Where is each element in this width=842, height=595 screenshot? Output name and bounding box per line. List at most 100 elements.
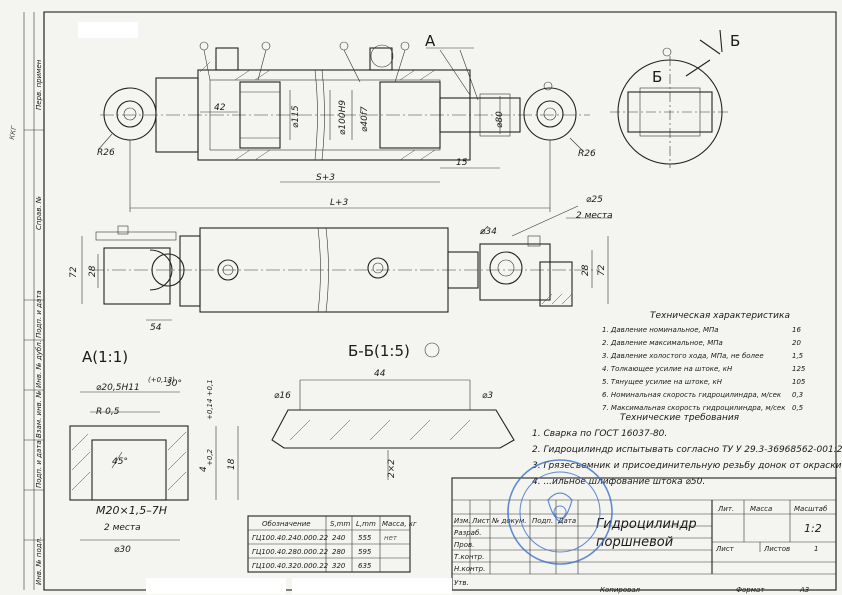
variants-row-0-name: ГЦ100.40.240.000.22	[252, 534, 329, 542]
variants-header-2: L,mm	[356, 520, 376, 528]
tb-col-scale: Масштаб	[794, 505, 828, 513]
side-label-0: Перв. примен	[35, 59, 43, 110]
tb-format-val: А3	[799, 586, 809, 594]
tb-copied: Копировал	[600, 586, 641, 594]
spec-row-label: 1. Давление номинальное, МПа	[602, 326, 719, 334]
spec-row-value: 1,5	[792, 352, 804, 360]
dim-28-left: 28	[88, 265, 98, 277]
detail-a-h4: 4	[199, 466, 209, 472]
specs-title: Техническая характеристика	[650, 311, 790, 321]
tb-col-massa: Масса	[750, 505, 772, 513]
detail-a-45: 45°	[112, 457, 128, 467]
dim-15: 15	[456, 158, 468, 168]
spec-row-value: 0,3	[792, 391, 803, 399]
view-a-marker: А	[425, 32, 436, 50]
section-bb-d3: ⌀3	[482, 391, 493, 401]
tb-name-line2: поршневой	[596, 535, 673, 550]
cylinder-outer-view: 72 28 28 72 54 ⌀25 2 места ⌀34	[69, 195, 613, 333]
detail-a-h18: 18	[227, 458, 237, 470]
dim-l3: L+3	[330, 198, 349, 208]
margin-note: ККГ	[8, 124, 18, 140]
spec-row-value: 20	[792, 339, 801, 347]
seal-stamp	[507, 459, 613, 565]
detail-a-tol: (+0,13)	[148, 376, 175, 384]
tb-sheet: Лист	[715, 545, 735, 553]
variants-row-0-l: 555	[358, 534, 372, 542]
dim-two-places: 2 места	[576, 211, 613, 221]
variants-row-2-s: 320	[332, 562, 346, 570]
spec-row-label: 7. Максимальная скорость гидроцилиндра, …	[602, 404, 786, 412]
tb-nkontr: Н.контр.	[454, 565, 485, 573]
tb-tkontr: Т.контр.	[454, 553, 484, 561]
spec-row-label: 5. Тянущее усилие на штоке, кН	[602, 378, 723, 386]
tb-sheets-count: 1	[814, 545, 818, 553]
variants-header-1: S,mm	[330, 520, 350, 528]
detail-a-tol2: +0,14 +0,1	[206, 379, 214, 420]
spec-row-label: 3. Давление холостого хода, МПа, не боле…	[602, 352, 764, 360]
dim-d100h9: ⌀100H9	[338, 100, 348, 135]
dim-d34: ⌀34	[480, 227, 497, 237]
tb-podp: Подп.	[532, 517, 553, 525]
dim-d80: ⌀80	[495, 111, 505, 128]
tech-requirements: Технические требования 1. Сварка по ГОСТ…	[532, 413, 842, 487]
requirement-1: 1. Сварка по ГОСТ 16037-80.	[532, 429, 667, 439]
cylinder-section-view: R26 R26 42 ⌀115 ⌀100H9 ⌀40f7 ⌀80 15 S+3 …	[97, 32, 596, 212]
dim-54: 54	[150, 323, 162, 333]
detail-a-title: А(1:1)	[82, 348, 128, 366]
spec-row-value: 0,5	[792, 404, 804, 412]
view-b-marker: Б	[730, 32, 740, 50]
spec-row-label: 4. Толкающее усилие на штоке, кН	[602, 365, 733, 373]
side-label-1: Справ. №	[35, 196, 43, 230]
tb-format: Формат	[736, 586, 765, 594]
tb-data: Дата	[557, 517, 576, 525]
spec-row-value: 105	[792, 378, 806, 386]
side-label-3: Инв. № дубл.	[35, 340, 43, 388]
title-block: Изм. Лист № докум. Подп. Дата Разраб. Пр…	[451, 477, 837, 594]
spec-row-label: 2. Давление максимальное, МПа	[602, 339, 723, 347]
spec-row-label: 6. Номинальная скорость гидроцилиндра, м…	[602, 391, 782, 399]
tech-specs: Техническая характеристика 1. Давление н…	[602, 311, 806, 412]
tb-name-line1: Гидроцилиндр	[596, 517, 697, 532]
dim-72-left: 72	[69, 266, 79, 278]
tb-prov: Пров.	[454, 541, 474, 549]
variants-row-2-l: 635	[358, 562, 372, 570]
section-bb-d16: ⌀16	[274, 391, 291, 401]
variants-table: Обозначение S,mm L,mm Масса, кг ГЦ100.40…	[247, 515, 417, 573]
dim-72-right: 72	[597, 264, 607, 276]
dim-d25: ⌀25	[586, 195, 603, 205]
tb-izm: Изм.	[454, 517, 470, 525]
dim-d115: ⌀115	[291, 105, 301, 128]
detail-a-thread: M20×1,5–7H	[96, 504, 167, 517]
detail-a-d30: ⌀30	[114, 545, 131, 555]
detail-a-places: 2 места	[104, 523, 141, 533]
section-bb-title: Б-Б(1:5)	[348, 342, 410, 360]
tb-scale: 1:2	[804, 522, 822, 535]
requirements-title: Технические требования	[620, 413, 740, 423]
detail-a-tol3: +0,2	[206, 448, 214, 466]
side-label-5: Подп. и дата	[35, 440, 43, 488]
variants-row-0-s: 240	[332, 534, 346, 542]
side-label-6: Инв. № подл.	[35, 537, 43, 585]
spec-row-value: 16	[792, 326, 801, 334]
detail-a: А(1:1) ⌀20,5H11 (+0,13) 30° R 0,5 +0,14 …	[69, 348, 239, 555]
end-view-b: Б Б	[610, 29, 740, 168]
side-label-4: Взам. инв. №	[35, 390, 43, 438]
dim-s3: S+3	[316, 173, 335, 183]
dim-42: 42	[214, 103, 226, 113]
tb-list: Лист	[471, 517, 491, 525]
variants-row-1-name: ГЦ100.40.280.000.22	[252, 548, 329, 556]
requirement-4: 4. ...ильное шлифование штока ⌀50.	[532, 477, 705, 487]
dim-28-right: 28	[581, 264, 591, 276]
section-bb-2x2: 2×2	[387, 459, 397, 478]
variants-header-0: Обозначение	[262, 520, 311, 528]
spec-row-value: 125	[792, 365, 806, 373]
requirement-3: 3. Грязесъемник и присоединительную резь…	[532, 461, 842, 471]
requirement-2: 2. Гидроцилиндр испытывать согласно ТУ У…	[532, 445, 842, 455]
detail-a-angle: 30°	[166, 379, 182, 389]
variants-row-0-mass: нет	[384, 534, 398, 542]
dim-r26-right: R26	[578, 149, 596, 159]
view-b-section-marker: Б	[652, 68, 662, 86]
tb-col-lit: Лит.	[717, 505, 734, 513]
tb-sheets: Листов	[763, 545, 790, 553]
